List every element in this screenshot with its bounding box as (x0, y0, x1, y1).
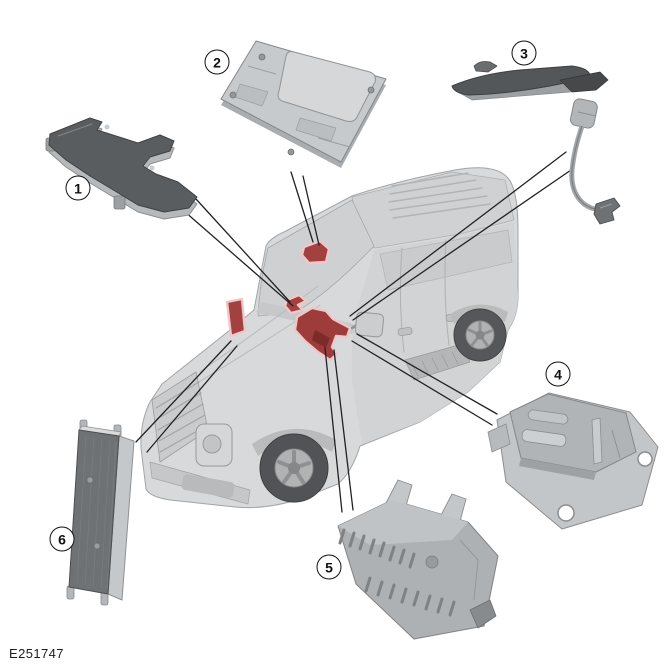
callout-5-number: 5 (325, 559, 333, 575)
roof-ribs (388, 172, 491, 219)
leader-4a (356, 333, 498, 415)
leader-3b (352, 169, 572, 321)
heatsink-fins (338, 528, 456, 617)
part-5-finned-module (337, 479, 499, 640)
part-6-tall-module (66, 419, 135, 606)
side-step-texture (411, 351, 459, 377)
callout-6: 6 (49, 526, 75, 552)
callout-3-number: 3 (520, 45, 528, 61)
headlight (195, 423, 233, 467)
callout-3: 3 (511, 40, 537, 66)
callout-4: 4 (545, 361, 571, 387)
figure-code: E251747 (9, 646, 64, 661)
door-seams (399, 239, 450, 353)
leader-5a (324, 347, 343, 513)
callout-1-number: 1 (74, 180, 82, 196)
highlight-hood (300, 239, 331, 265)
rear-wheel (450, 304, 508, 362)
leader-3a (349, 151, 567, 317)
part-1-bracket (45, 117, 198, 220)
callout-2: 2 (204, 49, 230, 75)
part-4-module-bracket (487, 392, 659, 530)
part-3-antenna (451, 61, 621, 225)
leader-lines (135, 151, 572, 513)
leader-1a (195, 198, 291, 303)
callout-5: 5 (316, 554, 342, 580)
side-mirror (350, 311, 385, 338)
callout-6-number: 6 (58, 531, 66, 547)
leader-2b (302, 175, 320, 246)
highlight-fender (225, 297, 247, 338)
leader-4b (351, 340, 493, 426)
highlight-cowl-small (283, 293, 308, 315)
leader-6b (146, 345, 238, 453)
callout-4-number: 4 (554, 366, 562, 382)
leader-1b (183, 210, 294, 307)
callout-1: 1 (65, 175, 91, 201)
front-wheel (252, 428, 336, 503)
leader-6a (135, 340, 232, 443)
leader-5b (333, 349, 354, 511)
callout-2-number: 2 (213, 54, 221, 70)
leader-2a (290, 171, 314, 243)
highlight-patches (225, 239, 352, 362)
module-texture (76, 435, 117, 590)
highlight-cowl-shade (312, 330, 330, 348)
part-2-module (220, 40, 387, 168)
